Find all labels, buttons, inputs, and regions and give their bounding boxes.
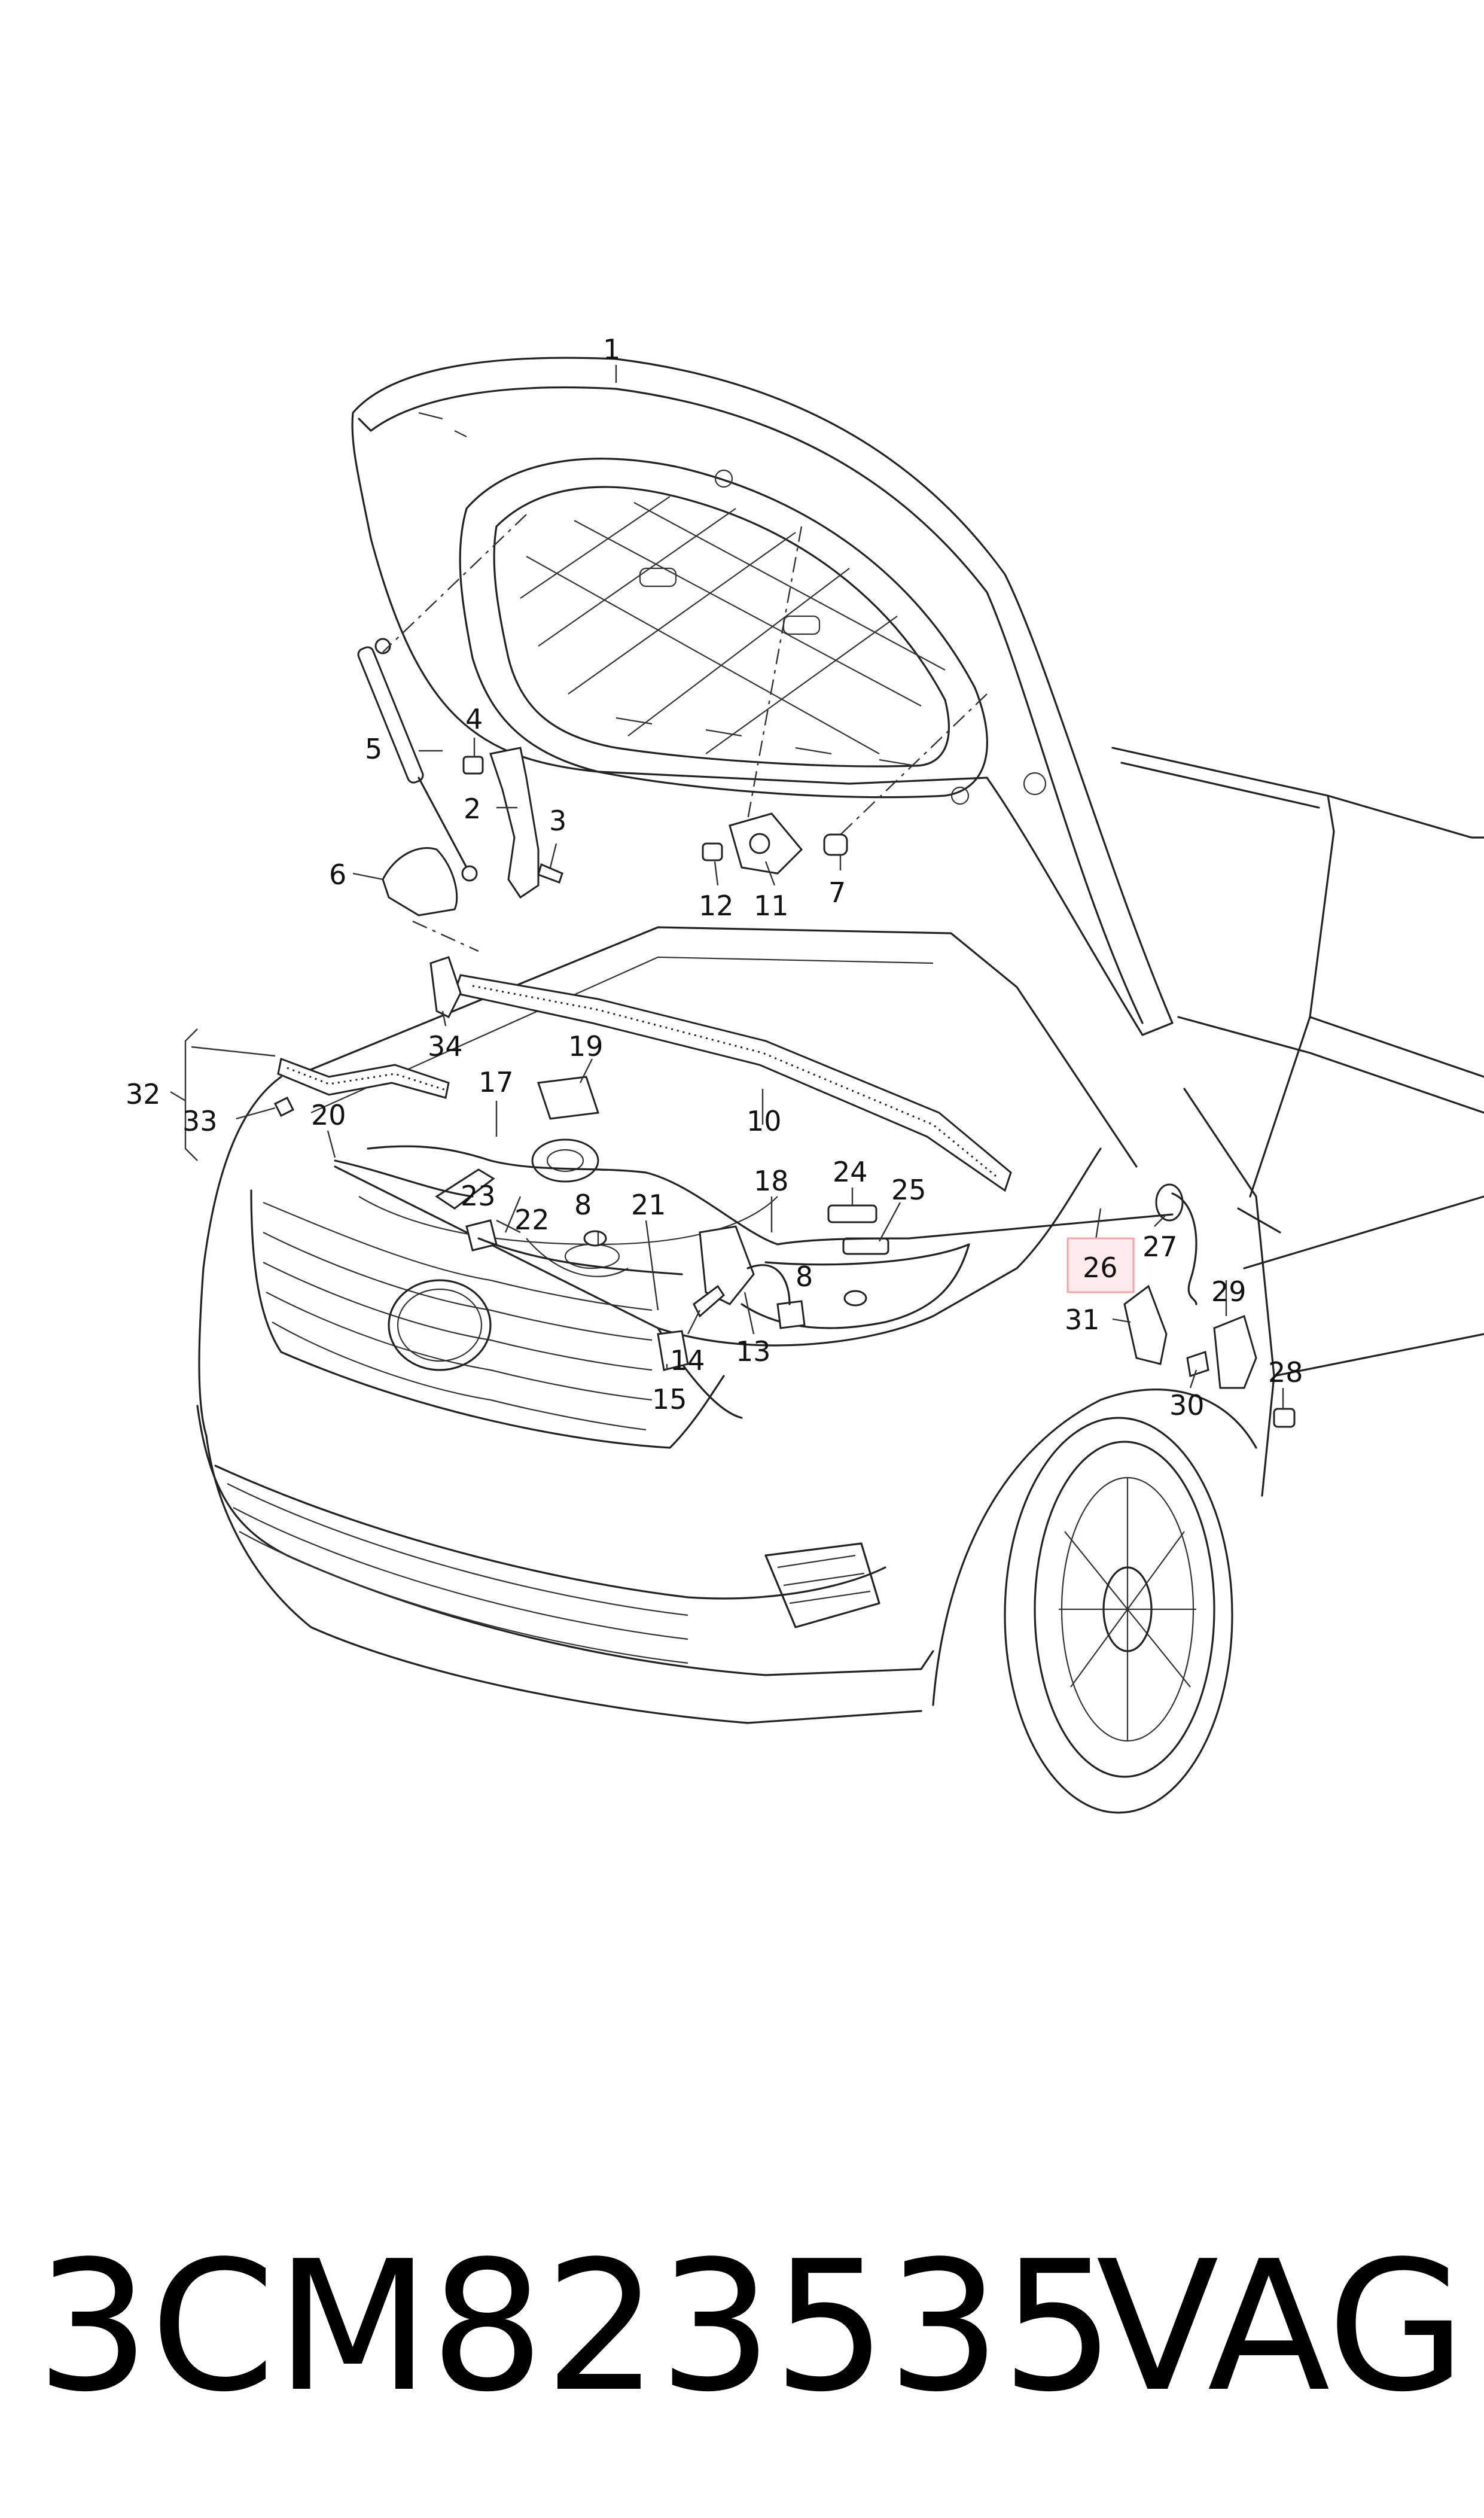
- callout-label: 14: [670, 1344, 705, 1377]
- callout-label: 3: [549, 805, 566, 837]
- callout-label: 6: [329, 858, 346, 891]
- vehicle-outline: [196, 747, 1484, 1814]
- hood-lock: [531, 1138, 599, 1183]
- part-number: 3CM823535: [36, 2222, 1116, 2431]
- callout-label: 23: [461, 1180, 496, 1212]
- callout-label: 8: [574, 1189, 592, 1221]
- front-grille: [250, 1189, 725, 1449]
- callout-label: 2: [464, 793, 481, 825]
- callout-label: 24: [833, 1156, 868, 1188]
- callout-label: 31: [1065, 1304, 1100, 1336]
- callout-label: 30: [1169, 1389, 1205, 1421]
- callout-label: 18: [754, 1165, 789, 1197]
- release-cables: [334, 1145, 1197, 1305]
- callout-label: 32: [126, 1078, 161, 1110]
- gas-strut: [357, 638, 478, 882]
- callout-label: 8: [796, 1260, 813, 1293]
- callout-label: 28: [1268, 1356, 1303, 1389]
- callout-label: 10: [746, 1105, 782, 1137]
- callout-label: 19: [568, 1030, 604, 1062]
- release-lever-bracket: [1213, 1314, 1257, 1389]
- callout-label: 22: [514, 1204, 550, 1236]
- callout-label: 4: [465, 703, 483, 735]
- callout-label: 33: [182, 1105, 218, 1137]
- hood-lock-right: [699, 1225, 755, 1305]
- front-wheel: [932, 1389, 1257, 1814]
- hood: [351, 357, 1174, 1036]
- callout-label: 7: [828, 876, 846, 909]
- brand-name: VAG: [1096, 2222, 1466, 2431]
- callout-labels: 1 2 3 4 5 6 7 8 8 10 11 12 13 14 15 17 1…: [126, 333, 1303, 1421]
- hinge-bracket: [382, 847, 458, 917]
- hood-hinge: [489, 747, 540, 899]
- callout-label: 17: [479, 1066, 514, 1098]
- assembly-lines: [382, 514, 988, 1244]
- highlight-box: [1066, 1237, 1135, 1293]
- callout-label: 27: [1142, 1231, 1178, 1263]
- callout-label: 1: [603, 333, 620, 366]
- front-bumper: [196, 1405, 934, 1676]
- leader-lines: [170, 365, 1284, 1409]
- hood-seal-strip: [453, 974, 1012, 1192]
- callout-label: 25: [891, 1174, 927, 1206]
- callout-label: 21: [631, 1189, 666, 1221]
- callout-label: 13: [736, 1335, 771, 1368]
- callout-label: 12: [699, 890, 734, 922]
- callout-label: 5: [365, 733, 382, 765]
- front-seal-strip: [277, 1057, 450, 1099]
- exploded-parts-diagram: 1 2 3 4 5 6 7 8 8 10 11 12 13 14 15 17 1…: [126, 333, 1484, 1814]
- callout-label: 15: [652, 1383, 687, 1415]
- callout-label: 34: [428, 1030, 463, 1062]
- callout-label: 11: [754, 890, 789, 922]
- callout-label: 29: [1211, 1275, 1247, 1308]
- callout-label: 26: [1083, 1252, 1118, 1284]
- callout-label: 20: [311, 1099, 346, 1131]
- release-lever-cover: [1123, 1284, 1168, 1365]
